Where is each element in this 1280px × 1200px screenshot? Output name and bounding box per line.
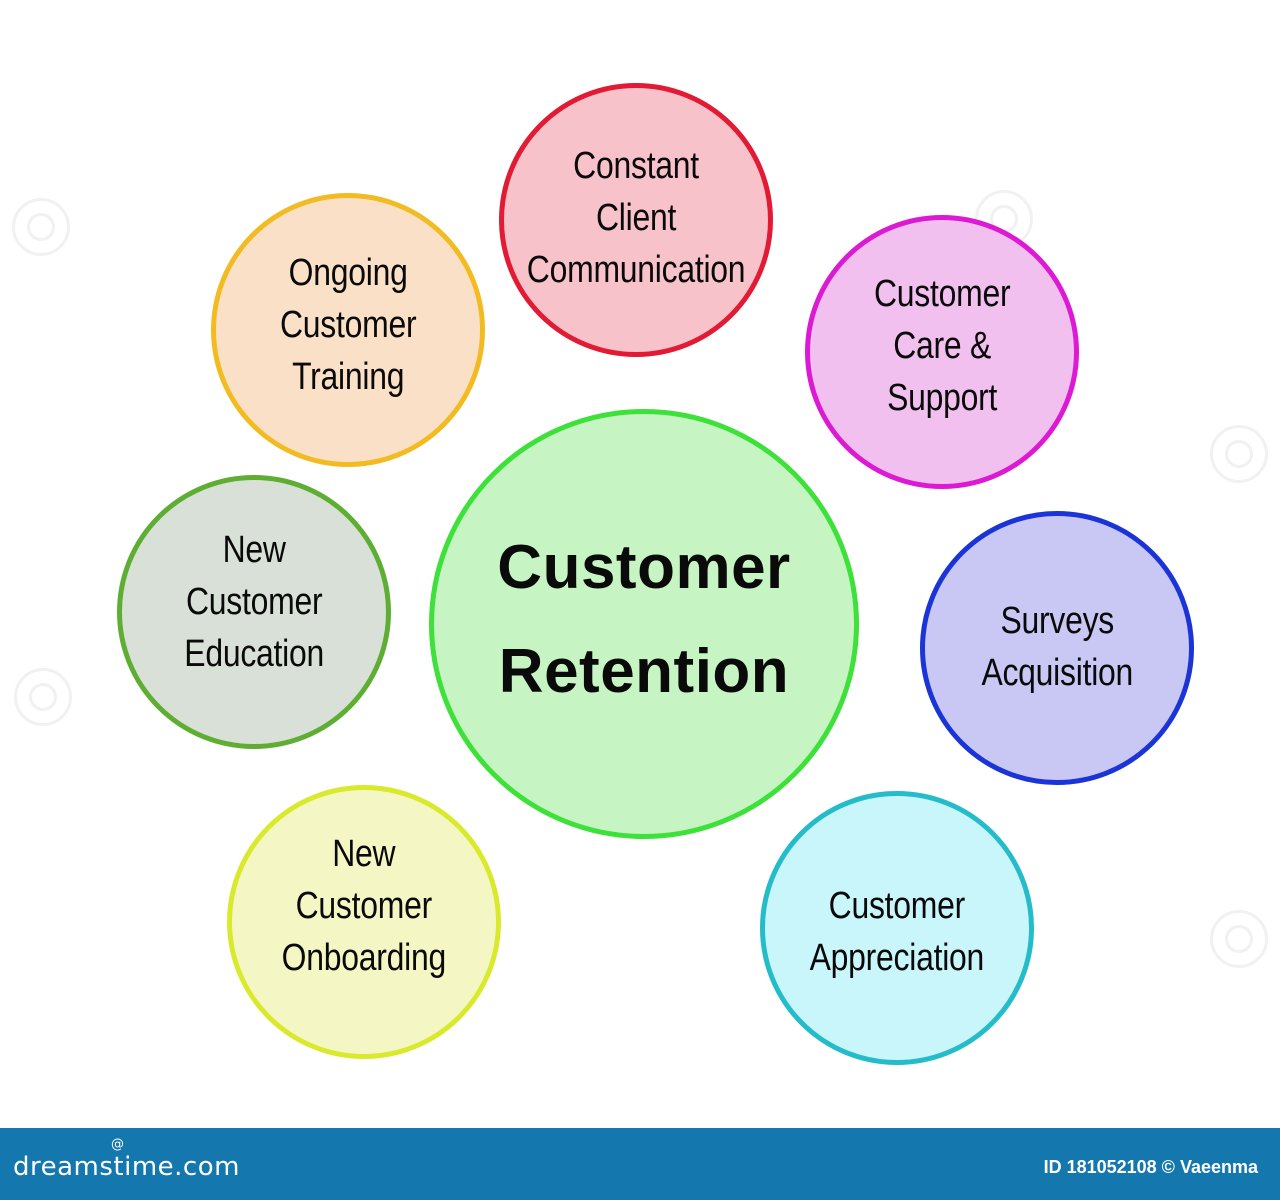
node-label: Surveys Acquisition <box>981 600 1133 694</box>
node-new-customer-onboarding: New Customer Onboarding <box>227 785 501 1059</box>
footer-bar: @ dreamstime.com ID 181052108 © Vaeenma <box>0 1128 1280 1200</box>
brand-logo[interactable]: @ dreamstime.com <box>13 1138 240 1182</box>
node-surveys-acquisition: Surveys Acquisition <box>920 511 1194 785</box>
node-constant-client-communication: Constant Client Communication <box>499 83 773 357</box>
node-label: Customer Care & Support <box>873 273 1011 419</box>
node-label: Customer Appreciation <box>809 885 985 979</box>
node-customer-care-support: Customer Care & Support <box>805 215 1079 489</box>
node-new-customer-education: New Customer Education <box>117 475 391 749</box>
center-node-customer-retention: Customer Retention <box>429 409 859 839</box>
node-label: Constant Client Communication <box>526 145 746 291</box>
brand-swirl-icon: @ <box>111 1137 125 1152</box>
watermark-swirl-icon <box>14 668 72 726</box>
node-label: New Customer Education <box>184 529 324 675</box>
node-ongoing-customer-training: Ongoing Customer Training <box>211 193 485 467</box>
watermark-swirl-icon <box>12 198 70 256</box>
image-credit: ID 181052108 © Vaeenma <box>1043 1156 1258 1177</box>
node-label: New Customer Onboarding <box>281 833 447 979</box>
center-label: Customer Retention <box>497 533 791 706</box>
watermark-swirl-icon <box>1210 910 1268 968</box>
brand-name: dreamstime.com <box>13 1152 240 1182</box>
node-label: Ongoing Customer Training <box>279 252 417 398</box>
node-customer-appreciation: Customer Appreciation <box>760 791 1034 1065</box>
watermark-swirl-icon <box>1210 425 1268 483</box>
